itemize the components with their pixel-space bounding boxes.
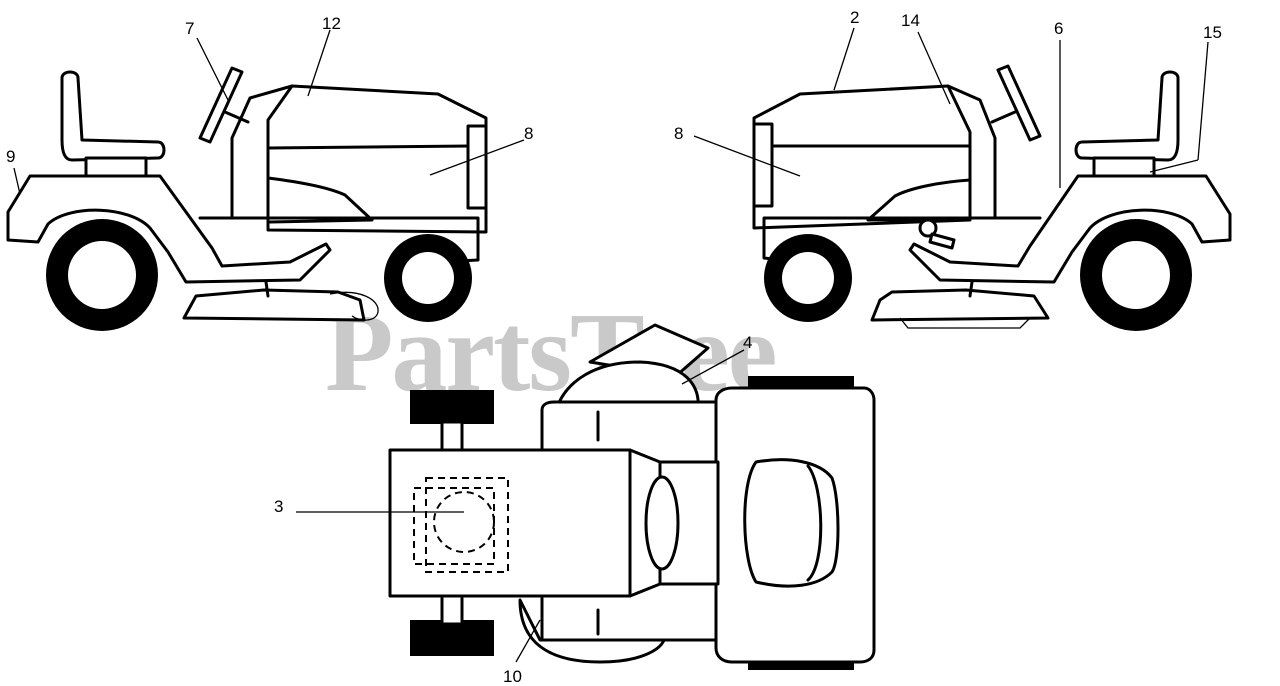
rear-fender (908, 174, 1232, 284)
top-view (388, 323, 876, 670)
mower-deck (870, 288, 1050, 322)
callout-8-left: 8 (524, 124, 533, 143)
steering-wheel (996, 64, 1042, 142)
console-oval (644, 475, 680, 571)
callout-4: 4 (743, 333, 752, 352)
seat-top (743, 458, 840, 588)
rear-fender (6, 174, 332, 284)
decal-outline (413, 487, 495, 565)
callout-2: 2 (850, 8, 859, 27)
callout-9: 9 (6, 147, 15, 166)
callout-labels: 7 12 9 8 2 14 6 15 8 4 3 10 (6, 8, 1222, 686)
callout-14: 14 (901, 11, 920, 30)
mower-deck (182, 288, 366, 322)
callout-3: 3 (274, 497, 283, 516)
callout-6: 6 (1054, 19, 1063, 38)
dash-top (554, 360, 700, 412)
hood-top (388, 448, 720, 598)
front-wheel-top-right (410, 620, 494, 656)
steering-wheel (198, 66, 244, 144)
dash-panel (946, 84, 997, 220)
hood (752, 84, 972, 230)
right-side-view (752, 64, 1232, 331)
callout-15: 15 (1203, 23, 1222, 42)
seat (60, 70, 166, 162)
callout-12: 12 (322, 14, 341, 33)
callout-8-right: 8 (674, 124, 683, 143)
callout-7: 7 (185, 19, 194, 38)
left-side-view (6, 66, 488, 331)
seat (1074, 70, 1180, 162)
lever-knob (918, 218, 938, 238)
front-wheel-top-left (410, 390, 494, 424)
deck-top (518, 598, 666, 664)
hood (266, 84, 488, 234)
leader-lines (13, 27, 1209, 663)
callout-10: 10 (503, 667, 522, 686)
watermark-text: PartsTree (325, 291, 776, 415)
